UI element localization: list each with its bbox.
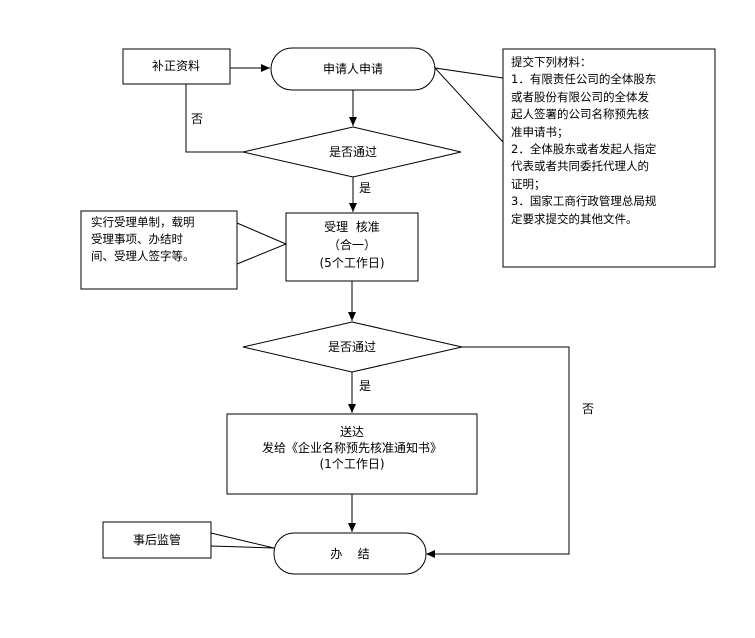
decision1-label: 是否通过 (329, 145, 377, 159)
materials-line: 1．有限责任公司的全体股东 (511, 72, 657, 87)
acceptance-pointer (236, 222, 288, 265)
accept-box (285, 212, 419, 282)
yes2-label: 是 (359, 379, 371, 393)
materials-line: 准申请书； (511, 124, 569, 139)
materials-note-box (502, 48, 716, 268)
accept-line-2: （合一） (328, 237, 376, 252)
materials-line: 2．全体股东或者发起人指定 (511, 142, 657, 157)
materials-note: 提交下列材料： 1．有限责任公司的全体股东 或者股份有限公司的全体发 起人签署的… (511, 54, 656, 228)
acceptance-note: 实行受理单制，载明 受理事项、办结时 间、受理人签字等。 (91, 214, 195, 265)
acceptance-line: 实行受理单制，载明 (91, 215, 195, 229)
deliver-line-1: 送达 (340, 424, 364, 439)
apply-label: 申请人申请 (323, 62, 383, 76)
materials-line: 代表或者共同委托代理人的 (511, 159, 649, 174)
acceptance-note-box (80, 210, 238, 290)
supervise-label: 事后监管 (133, 532, 181, 547)
edge-decision2-no (426, 346, 570, 558)
materials-line: 3．国家工商行政管理总局规 (511, 194, 657, 209)
accept-line-1: 受理 核准 (324, 220, 380, 234)
supervise-box (102, 521, 212, 559)
deliver-line-2: 发给《企业名称预先核准通知书》 (262, 440, 442, 455)
deliver-line-3: (1个工作日) (320, 457, 385, 471)
no2-label: 否 (582, 402, 594, 416)
materials-line: 定要求提交的其他文件。 (511, 211, 638, 226)
edge-decision1-no (185, 84, 243, 153)
materials-pointer (433, 67, 504, 143)
deliver-box (226, 413, 478, 495)
decision2-label: 是否通过 (328, 340, 376, 354)
materials-line: 起人签署的公司名称预先核 (511, 107, 649, 122)
materials-line: 证明； (511, 176, 546, 191)
finish-label: 办 结 (330, 546, 369, 561)
supervise-pointer (210, 532, 275, 549)
finish-terminal (273, 532, 427, 575)
supplement-label: 补正资料 (152, 59, 200, 73)
acceptance-line: 间、受理人签字等。 (91, 249, 195, 263)
accept-line-3: (5个工作日) (320, 256, 385, 270)
materials-line: 提交下列材料： (511, 55, 592, 69)
supplement-box (122, 48, 231, 85)
no1-label: 否 (191, 112, 203, 126)
materials-line: 或者股份有限公司的全体发 (511, 89, 649, 104)
acceptance-line: 受理事项、办结时 (91, 232, 183, 246)
yes1-label: 是 (359, 181, 371, 195)
